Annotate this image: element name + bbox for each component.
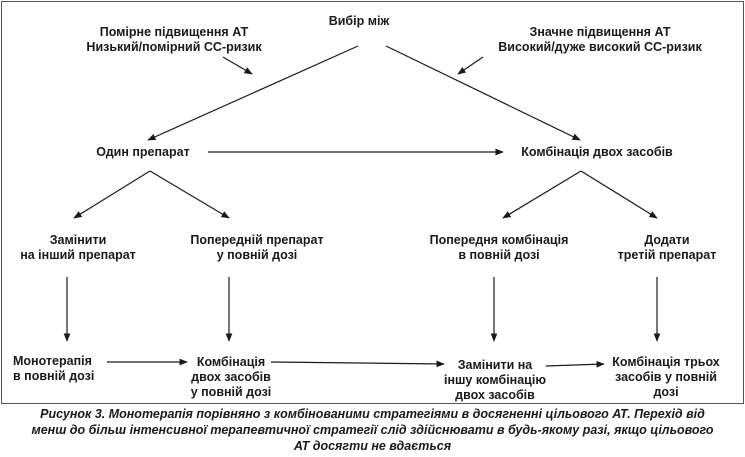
node-three-drug-full-dose: Комбінація трьох засобів у повній дозі [612, 355, 720, 399]
node-mild-hypertension: Помірне підвищення АТ Низький/помірний С… [86, 25, 262, 54]
connector-layer [63, 45, 661, 368]
node-previous-drug-full-dose: Попередній препарат у повній дозі [190, 233, 324, 262]
arrow-severe-to-choose [457, 56, 484, 75]
arrow-choose-to-single [147, 45, 359, 141]
node-previous-combo-full-dose: Попередня комбінація в повній дозі [429, 233, 569, 262]
arrow-choose-to-combo2 [385, 45, 581, 141]
strategy-flowchart: Вибір між Помірне підвищення АТ Низький/… [1, 1, 744, 404]
node-monotherapy-full-dose: Монотерапія в повній дозі [13, 354, 95, 383]
node-single-drug: Один препарат [96, 145, 190, 159]
figure-caption: Рисунок 3. Монотерапія порівняно з комбі… [31, 407, 714, 453]
node-choose: Вибір між [328, 14, 390, 28]
arrow-mild-to-choose [222, 56, 253, 75]
node-switch-drug: Замінити на інший препарат [20, 233, 136, 262]
arrow-combo2-to-add-third [580, 170, 658, 219]
node-two-drug-full-dose: Комбінація двох засобів у повній дозі [190, 355, 272, 399]
arrow-combo2-to-prev-combo-full [502, 170, 582, 219]
node-switch-combination: Замінити на іншу комбінацію двох засобів [443, 358, 547, 402]
node-add-third-drug: Додати третій препарат [617, 233, 717, 262]
arrow-single-to-switch-drug [73, 170, 151, 219]
arrow-combo2-full-to-switch-combo [270, 360, 445, 368]
node-two-drug-combination: Комбінація двох засобів [521, 145, 673, 159]
node-severe-hypertension: Значне підвищення АТ Високий/дуже високи… [498, 25, 702, 54]
arrow-switch-combo-to-combo3 [545, 360, 605, 368]
arrow-single-to-prev-drug-full [149, 170, 230, 219]
